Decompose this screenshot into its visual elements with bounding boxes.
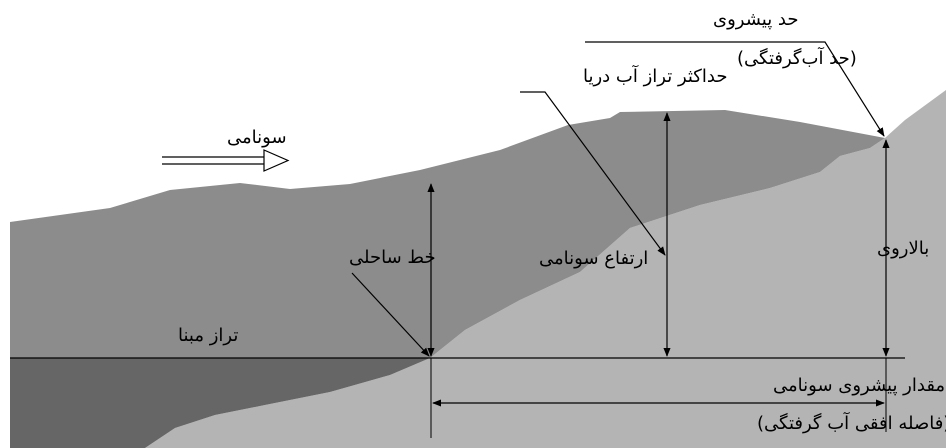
label-runup: بالاروی bbox=[877, 238, 929, 259]
label-shoreline: خط ساحلی bbox=[349, 247, 436, 268]
label-inundation-limit-paren: (حد آب‌گرفتگی) bbox=[737, 46, 857, 69]
shoreline-leader bbox=[351, 272, 430, 357]
tsunami-direction-arrow bbox=[162, 149, 290, 172]
inundation-limit-leader bbox=[585, 41, 885, 137]
sea-below-datum bbox=[10, 358, 430, 448]
label-datum: تراز مبنا bbox=[178, 325, 238, 346]
label-tsunami-height: ارتفاع سونامی bbox=[539, 248, 648, 269]
label-tsunami: سونامی bbox=[227, 127, 287, 148]
label-max-sea-level: حداکثر تراز آب دریا bbox=[583, 64, 727, 87]
label-inundation-distance: مقدار پیشروی سونامی bbox=[773, 375, 945, 396]
label-inundation-distance-paren: (فاصله افقی آب گرفتگی) bbox=[757, 411, 946, 434]
max-sea-level-leader bbox=[520, 91, 666, 256]
label-inundation-limit: حد پیشروی bbox=[713, 9, 799, 30]
